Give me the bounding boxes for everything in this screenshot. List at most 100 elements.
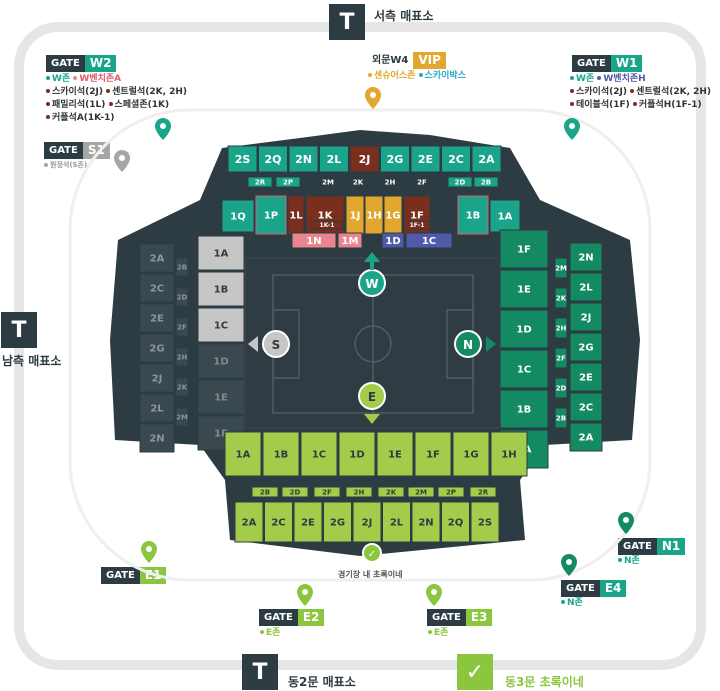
- pin-e2-icon[interactable]: [297, 584, 313, 606]
- pin-s1-icon[interactable]: [114, 150, 130, 172]
- section-west-lower-1f-1[interactable]: 1F-1: [403, 220, 431, 230]
- section-north-upper-sub-2h[interactable]: 2H: [554, 317, 568, 339]
- section-west-lower-1n[interactable]: 1N: [291, 232, 337, 249]
- green-zone-east3-icon[interactable]: ✓: [457, 654, 493, 690]
- gate-w4[interactable]: 외문W4 VIP: [367, 52, 446, 69]
- section-west-upper-2l[interactable]: 2L: [319, 145, 349, 173]
- section-south-lower-1c[interactable]: 1C: [197, 307, 245, 343]
- section-north-upper-sub-2f[interactable]: 2F: [554, 347, 568, 369]
- section-west-upper-sub-2m[interactable]: 2M: [315, 176, 341, 188]
- section-west-lower-1h[interactable]: 1H: [364, 195, 384, 235]
- gate-e3[interactable]: GATE E3: [427, 609, 493, 626]
- section-west-upper-sub-2d[interactable]: 2D: [447, 176, 473, 188]
- section-south-upper-sub-2f[interactable]: 2F: [175, 317, 189, 337]
- section-west-lower-1c[interactable]: 1C: [405, 232, 453, 249]
- section-east-lower-1e[interactable]: 1E: [376, 431, 414, 477]
- direction-n-marker[interactable]: N: [454, 330, 496, 358]
- section-east-upper-2a[interactable]: 2A: [234, 501, 264, 543]
- ticket-office-east2-icon[interactable]: T: [242, 654, 278, 690]
- pin-n1-icon[interactable]: [618, 512, 634, 534]
- section-east-upper-2q[interactable]: 2Q: [441, 501, 470, 543]
- section-east-upper-sub-2p[interactable]: 2P: [437, 486, 465, 498]
- section-west-upper-2n[interactable]: 2N: [288, 145, 319, 173]
- section-east-lower-1b[interactable]: 1B: [262, 431, 300, 477]
- section-west-upper-2e[interactable]: 2E: [410, 145, 441, 173]
- section-south-lower-1a[interactable]: 1A: [197, 235, 245, 271]
- section-east-lower-1a[interactable]: 1A: [224, 431, 262, 477]
- section-south-upper-2g[interactable]: 2G: [139, 333, 175, 363]
- section-west-upper-sub-2b[interactable]: 2B: [473, 176, 499, 188]
- section-west-lower-1k-1[interactable]: 1K-1: [311, 220, 343, 230]
- section-east-upper-2e[interactable]: 2E: [293, 501, 323, 543]
- section-east-upper-2j[interactable]: 2J: [352, 501, 382, 543]
- section-west-upper-2s[interactable]: 2S: [227, 145, 258, 173]
- direction-e-marker[interactable]: E: [358, 382, 386, 424]
- pin-w2-icon[interactable]: [155, 118, 171, 140]
- section-east-lower-1d[interactable]: 1D: [338, 431, 376, 477]
- section-west-upper-2a[interactable]: 2A: [471, 145, 502, 173]
- section-east-upper-2s[interactable]: 2S: [470, 501, 500, 543]
- section-east-upper-sub-2r[interactable]: 2R: [469, 486, 497, 498]
- section-south-lower-1d[interactable]: 1D: [197, 343, 245, 379]
- section-north-upper-2a[interactable]: 2A: [569, 422, 603, 452]
- gate-e4[interactable]: GATE E4: [561, 580, 627, 597]
- section-west-upper-2c[interactable]: 2C: [441, 145, 471, 173]
- section-west-lower-1l[interactable]: 1L: [287, 195, 305, 235]
- section-south-upper-sub-2b[interactable]: 2B: [175, 257, 189, 277]
- section-north-upper-sub-2d[interactable]: 2D: [554, 377, 568, 399]
- section-west-lower-1g[interactable]: 1G: [383, 195, 403, 235]
- pin-w1-icon[interactable]: [564, 118, 580, 140]
- section-east-upper-2g[interactable]: 2G: [323, 501, 352, 543]
- section-south-upper-2e[interactable]: 2E: [139, 303, 175, 333]
- section-north-lower-1e[interactable]: 1E: [499, 269, 549, 309]
- section-south-upper-2a[interactable]: 2A: [139, 243, 175, 273]
- section-west-lower-1p[interactable]: 1P: [255, 195, 287, 235]
- section-east-upper-2c[interactable]: 2C: [264, 501, 293, 543]
- section-west-lower-1a[interactable]: 1A: [489, 199, 521, 233]
- section-east-upper-sub-2b[interactable]: 2B: [251, 486, 279, 498]
- pin-e1-icon[interactable]: [141, 541, 157, 563]
- section-south-upper-2j[interactable]: 2J: [139, 363, 175, 393]
- section-east-upper-sub-2k[interactable]: 2K: [377, 486, 405, 498]
- section-west-upper-sub-2r[interactable]: 2R: [247, 176, 273, 188]
- gate-w2[interactable]: GATE W2: [46, 55, 117, 72]
- section-east-upper-sub-2f[interactable]: 2F: [313, 486, 341, 498]
- gate-w1[interactable]: GATE W1: [572, 55, 643, 72]
- section-south-lower-1e[interactable]: 1E: [197, 379, 245, 415]
- section-east-upper-2l[interactable]: 2L: [382, 501, 411, 543]
- pin-e3-icon[interactable]: [426, 584, 442, 606]
- direction-s-marker[interactable]: S: [248, 330, 290, 358]
- section-west-upper-sub-2f[interactable]: 2F: [409, 176, 435, 188]
- section-east-upper-sub-2m[interactable]: 2M: [407, 486, 435, 498]
- section-south-upper-2l[interactable]: 2L: [139, 393, 175, 423]
- green-zone-inside-icon[interactable]: ✓: [362, 543, 382, 563]
- section-west-lower-1j[interactable]: 1J: [345, 195, 365, 235]
- ticket-office-south-icon[interactable]: T: [1, 312, 37, 348]
- section-north-upper-sub-2b[interactable]: 2B: [554, 407, 568, 429]
- section-south-upper-sub-2d[interactable]: 2D: [175, 287, 189, 307]
- section-south-upper-2n[interactable]: 2N: [139, 423, 175, 453]
- section-east-lower-1c[interactable]: 1C: [300, 431, 338, 477]
- section-south-upper-2c[interactable]: 2C: [139, 273, 175, 303]
- gate-n1[interactable]: GATE N1: [618, 538, 686, 555]
- section-west-lower-1b[interactable]: 1B: [457, 195, 489, 235]
- section-north-upper-2g[interactable]: 2G: [569, 332, 603, 362]
- section-north-upper-2c[interactable]: 2C: [569, 392, 603, 422]
- section-east-upper-sub-2d[interactable]: 2D: [281, 486, 309, 498]
- section-north-upper-2l[interactable]: 2L: [569, 272, 603, 302]
- section-south-lower-1b[interactable]: 1B: [197, 271, 245, 307]
- section-north-lower-1c[interactable]: 1C: [499, 349, 549, 389]
- section-south-upper-sub-2h[interactable]: 2H: [175, 347, 189, 367]
- section-east-lower-1f[interactable]: 1F: [414, 431, 452, 477]
- section-east-upper-sub-2h[interactable]: 2H: [345, 486, 373, 498]
- section-north-lower-1d[interactable]: 1D: [499, 309, 549, 349]
- pin-e4-icon[interactable]: [561, 554, 577, 576]
- section-west-lower-1q[interactable]: 1Q: [221, 199, 255, 233]
- direction-w-marker[interactable]: W: [358, 252, 386, 297]
- ticket-office-west-icon[interactable]: T: [329, 4, 365, 40]
- section-north-upper-2j[interactable]: 2J: [569, 302, 603, 332]
- section-east-lower-1g[interactable]: 1G: [452, 431, 490, 477]
- section-west-upper-sub-2k[interactable]: 2K: [345, 176, 371, 188]
- section-north-upper-2e[interactable]: 2E: [569, 362, 603, 392]
- section-east-upper-2n[interactable]: 2N: [411, 501, 441, 543]
